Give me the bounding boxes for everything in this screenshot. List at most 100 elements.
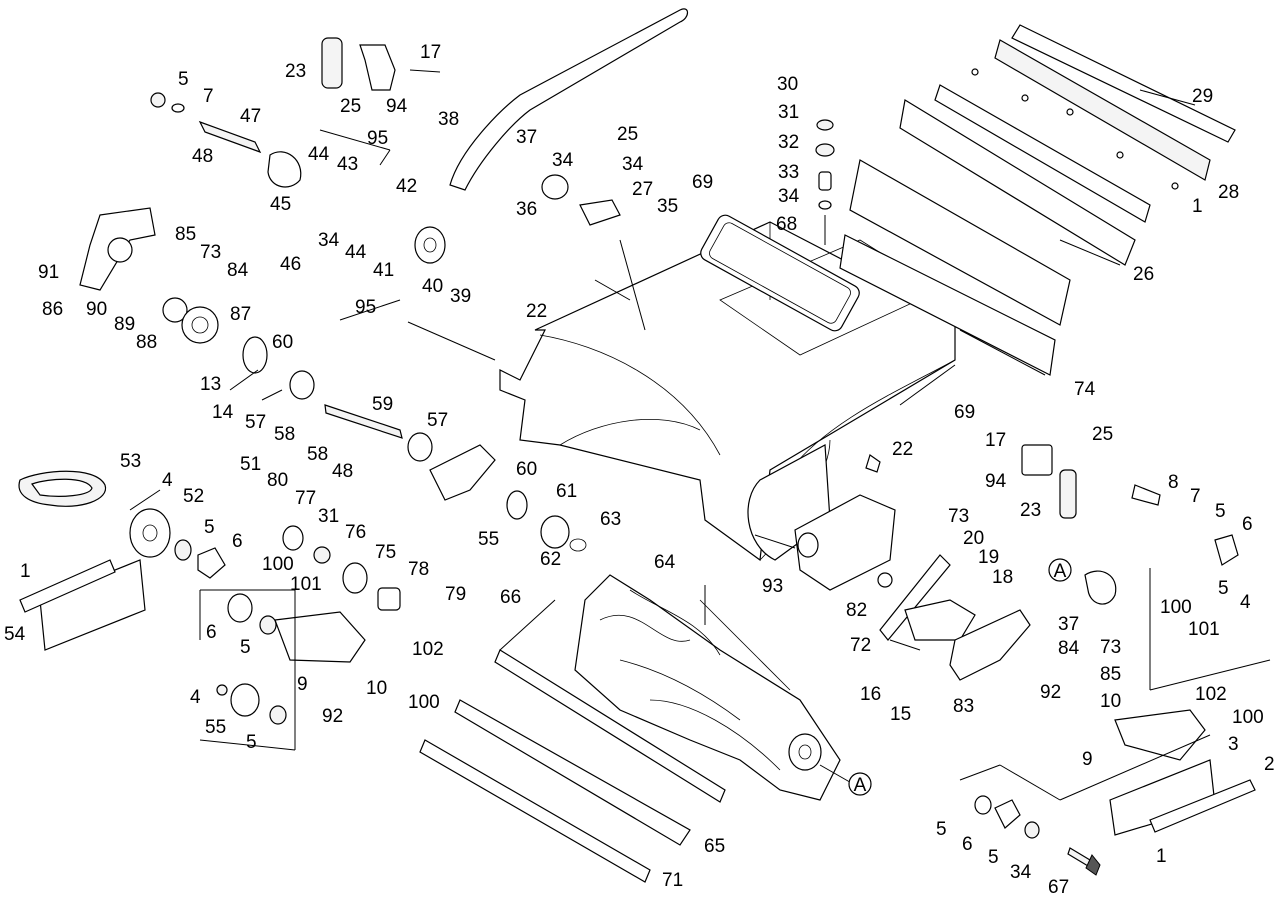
callout: 57 [245,412,266,433]
callout: 5 [240,637,251,658]
callout: 9 [297,674,308,695]
callout: 25 [1092,424,1113,445]
callout: 8 [1168,472,1179,493]
callout: 34 [318,230,340,251]
callout: 14 [212,402,234,423]
callout: 61 [556,481,577,502]
left-upper-parts [79,37,621,462]
callout: 45 [270,194,291,215]
belts [18,8,689,507]
callout: 92 [1040,682,1061,703]
callout: 25 [617,124,638,145]
callout: 39 [450,286,471,307]
callout: 89 [114,314,135,335]
callout: 38 [438,109,459,130]
callout: 69 [954,402,975,423]
reference-marker-a-top: A [1048,558,1072,582]
callout: 91 [38,262,59,283]
callout: 74 [1074,379,1096,400]
callout: 53 [120,451,141,472]
callout: 60 [272,332,293,353]
callout: 4 [1240,592,1251,613]
callout: 29 [1192,86,1213,107]
callout: 43 [337,154,358,175]
marker-label: A [1054,561,1067,582]
callout: 26 [1133,264,1154,285]
callout: 60 [516,459,537,480]
callout: 35 [657,196,678,217]
callout: 85 [175,224,196,245]
callout: 100 [1232,707,1264,728]
callout: 28 [1218,182,1239,203]
callout: 34 [622,154,644,175]
callout: 55 [478,529,499,550]
callout: 58 [274,424,295,445]
callout: 5 [1215,501,1226,522]
callout: 37 [516,127,537,148]
callout: 23 [285,61,306,82]
callout: 88 [136,332,157,353]
callout: 73 [1100,637,1121,658]
callout: 34 [552,150,574,171]
callout: 7 [1190,486,1201,507]
callout: 4 [162,470,173,491]
callout: 77 [295,488,316,509]
callout: 90 [86,299,107,320]
callout: 37 [1058,614,1079,635]
callout: 10 [1100,691,1121,712]
callout: 76 [345,522,366,543]
marker-label: A [854,775,867,796]
callout: 100 [1160,597,1192,618]
callout: 27 [632,179,653,200]
callout: 30 [777,74,798,95]
callout-numbers: 5 7 47 48 23 25 94 17 95 44 43 45 42 34 … [4,42,1275,898]
callout: 71 [662,870,683,891]
callout: 6 [206,622,217,643]
callout: 101 [290,574,322,595]
callout: 33 [778,162,799,183]
left-side-plate [19,559,146,651]
callout: 22 [526,301,547,322]
reference-marker-a-bottom: A [848,772,872,796]
callout: 5 [178,69,189,90]
callout: 31 [318,506,339,527]
callout: 67 [1048,877,1069,898]
callout: 46 [280,254,301,275]
callout: 52 [183,486,204,507]
callout: 63 [600,509,621,530]
callout: 75 [375,542,396,563]
callout: 1 [20,561,31,582]
callout: 72 [850,635,871,656]
callout: 79 [445,584,466,605]
callout: 5 [1218,578,1229,599]
callout: 95 [355,297,376,318]
callout: 78 [408,559,429,580]
callout: 101 [1188,619,1220,640]
callout: 5 [936,819,947,840]
callout: 57 [427,410,448,431]
callout: 87 [230,304,251,325]
callout: 64 [654,552,676,573]
leader-lines [129,89,1271,801]
callout: 92 [322,706,343,727]
callout: 86 [42,299,63,320]
callout: 25 [340,96,361,117]
callout: 65 [704,836,725,857]
callout: 7 [203,86,214,107]
callout: 16 [860,684,881,705]
callout: 55 [205,717,226,738]
callout: 41 [373,260,394,281]
callout: 20 [963,528,984,549]
callout: 66 [500,587,521,608]
callout: 42 [396,176,417,197]
callout: 80 [267,470,288,491]
callout: 13 [200,374,221,395]
callout: 48 [192,146,213,167]
callout: 69 [692,172,713,193]
callout: 34 [1010,862,1032,883]
callout: 94 [386,96,408,117]
callout: 68 [776,214,797,235]
callout: 54 [4,624,26,645]
callout: 102 [412,639,444,660]
